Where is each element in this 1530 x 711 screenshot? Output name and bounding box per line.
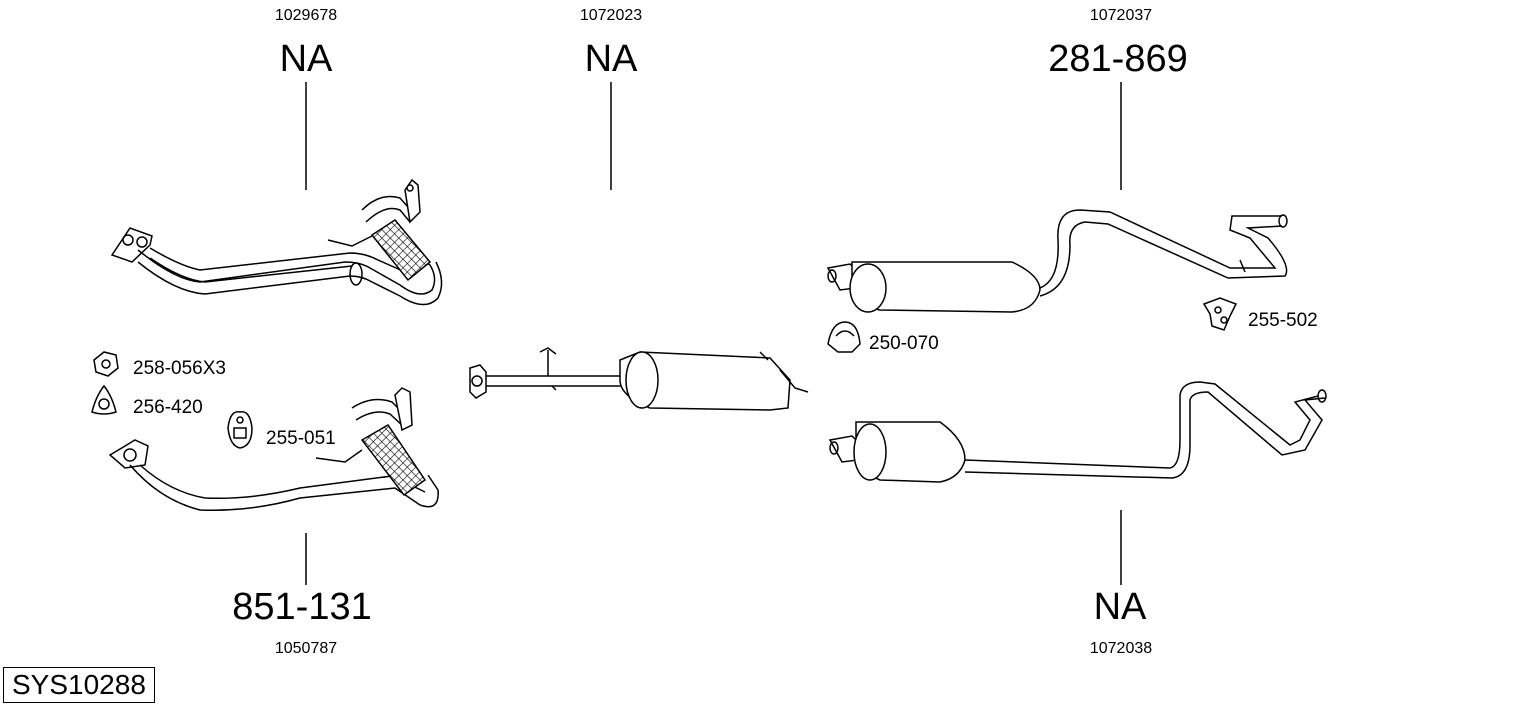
ref-rear-silencer-bottom: 1072038 [1089,640,1153,657]
part-rear-silencer-bottom: NA [1093,586,1147,628]
nut-icon [93,351,119,377]
front-pipe-bottom-drawing [108,387,439,511]
hanger-icon-1 [227,411,253,449]
label-hanger-1: 255-051 [266,428,336,449]
part-front-pipe-top: NA [279,38,333,80]
middle-silencer-drawing [469,347,809,411]
hanger-icon-2 [1202,297,1238,331]
rear-silencer-top-drawing [826,209,1288,313]
part-front-pipe-bottom: 851-131 [232,586,372,628]
label-nut: 258-056X3 [133,358,226,379]
clamp-icon [827,321,861,353]
part-middle-silencer: NA [584,38,638,80]
part-rear-silencer-top: 281-869 [1048,38,1188,80]
ref-rear-silencer-top: 1072037 [1089,7,1153,24]
label-clamp: 250-070 [869,333,939,354]
ref-front-pipe-top: 1029678 [274,7,338,24]
label-gasket: 256-420 [133,397,203,418]
rear-silencer-bottom-drawing [828,381,1327,483]
front-pipe-top-drawing [110,178,443,306]
ref-front-pipe-bottom: 1050787 [274,640,338,657]
system-id-box: SYS10288 [3,667,155,703]
gasket-icon [91,384,117,415]
ref-middle-silencer: 1072023 [579,7,643,24]
label-hanger-2: 255-502 [1248,310,1318,331]
